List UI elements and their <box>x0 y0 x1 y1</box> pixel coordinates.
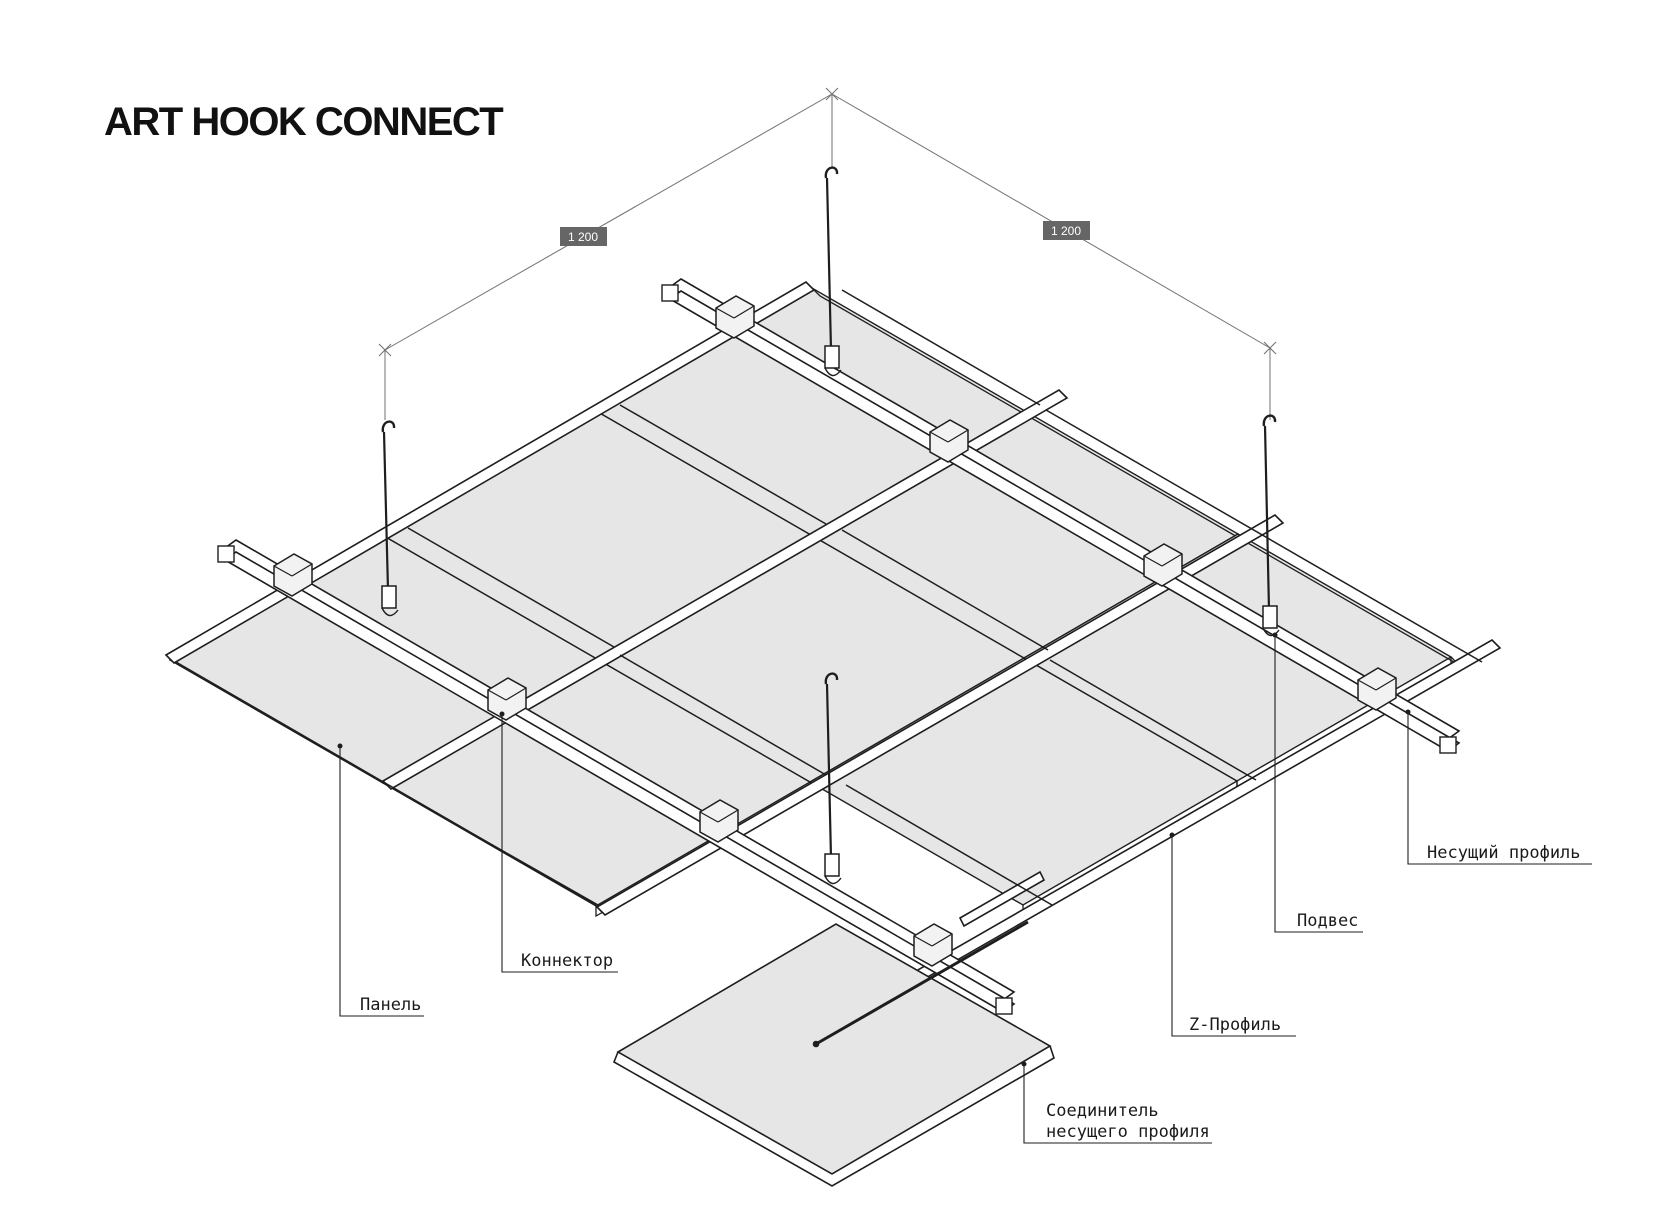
connector-clip-edge-6 <box>929 431 949 443</box>
label-hanger: Подвес <box>1297 911 1358 931</box>
connector-clip-edge2-4 <box>931 933 953 947</box>
dimension-tag-left: 1 200 <box>560 227 607 246</box>
hanger-clip-4 <box>824 875 842 885</box>
label-connector: Коннектор <box>521 951 613 971</box>
connector-clip-edge-2 <box>487 689 507 701</box>
hanger-spring-1 <box>824 345 840 369</box>
detached-panel <box>612 920 1055 1187</box>
connector-clip-edge-8 <box>1357 679 1377 691</box>
z-profiles <box>164 280 1502 1041</box>
connector-clip-edge2-1 <box>291 563 313 577</box>
dimension-tag-right: 1 200 <box>1043 221 1090 240</box>
connector-clips <box>217 284 1457 1015</box>
hanger-clip-2 <box>381 607 399 617</box>
panel-ribs <box>175 289 1483 906</box>
label-carrier-joiner-line2: несущего профиля <box>1046 1122 1210 1142</box>
dimension-value-left: 1 200 <box>568 230 598 244</box>
hanger-hook-2 <box>381 420 396 433</box>
label-carrier-joiner-line1: Соединитель <box>1046 1101 1159 1121</box>
hanger-spring-4 <box>824 853 840 877</box>
connector-clip-edge-7 <box>1143 555 1163 567</box>
hanger-spring-2 <box>381 585 397 609</box>
carrier-end-2 <box>661 284 679 302</box>
hanger-hook-4 <box>824 672 839 685</box>
hanger-spring-3 <box>1262 605 1278 629</box>
hanger-clip-3 <box>1262 627 1280 637</box>
connector-clip-edge2-7 <box>1161 553 1183 567</box>
hanger-rod-2 <box>382 431 390 591</box>
label-z-profile: Z-Профиль <box>1189 1015 1281 1035</box>
connector-clip-edge2-6 <box>947 429 969 443</box>
label-carrier-profile: Несущий профиль <box>1427 843 1581 863</box>
connector-clip-edge2-8 <box>1375 677 1397 691</box>
hanger-rod-4 <box>825 683 833 859</box>
connector-clip-edge2-3 <box>717 809 739 823</box>
connector-clip-edge-4 <box>913 935 933 947</box>
connector-clip-edge2-5 <box>733 305 755 319</box>
connector-clip-edge2-2 <box>505 687 527 701</box>
dimension-value-right: 1 200 <box>1051 224 1081 238</box>
label-panel: Панель <box>360 995 421 1015</box>
diagram-title: ART HOOK CONNECT <box>104 100 504 144</box>
ceiling-panels <box>168 287 1460 918</box>
connector-clip-edge-3 <box>699 811 719 823</box>
hanger-clip-1 <box>824 367 842 377</box>
carrier-profiles <box>223 278 1461 1013</box>
connector-clip-edge-1 <box>273 565 293 577</box>
carrier-end-1 <box>217 545 235 563</box>
hanger-rod-3 <box>1263 425 1271 611</box>
leader-lines <box>339 635 1592 1144</box>
leader-dots <box>337 632 1411 1067</box>
hanger-hook-3 <box>1262 414 1277 427</box>
connector-clip-edge-5 <box>715 307 735 319</box>
hanger-rod-1 <box>825 177 833 351</box>
hanger-hook-1 <box>824 166 839 179</box>
carrier-end-4 <box>995 997 1013 1015</box>
hangers <box>381 166 1280 885</box>
carrier-end-3 <box>1439 736 1457 754</box>
